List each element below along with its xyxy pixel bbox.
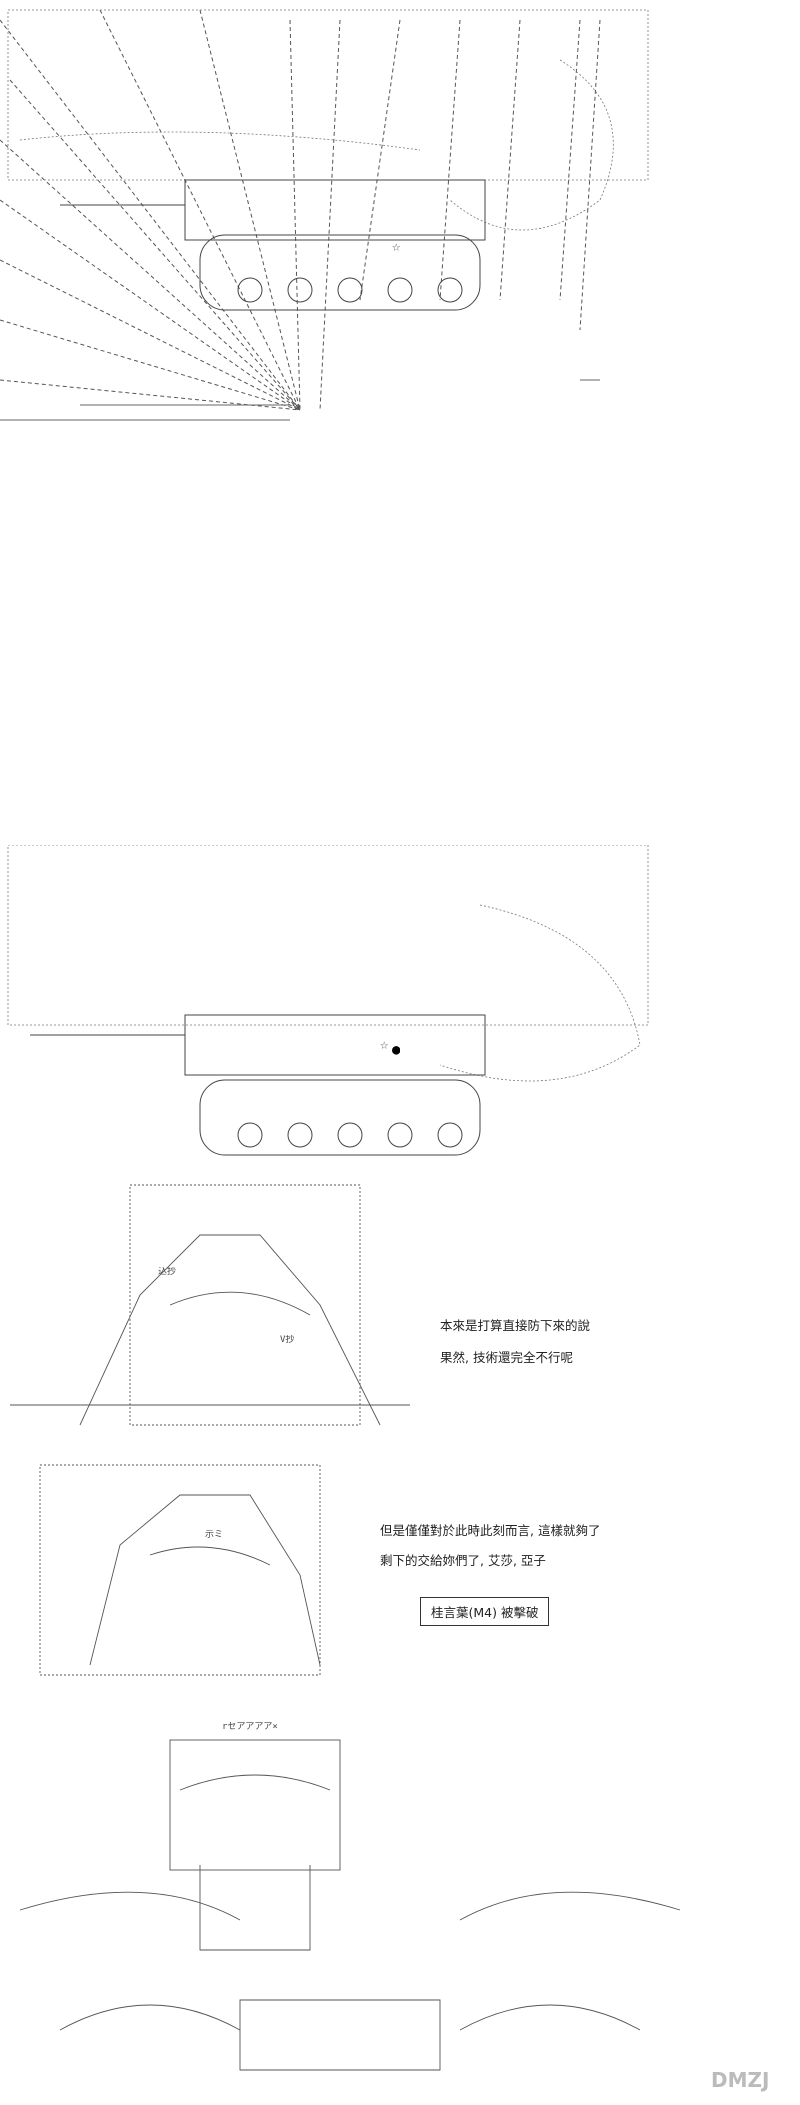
panel-1-explosion: [0, 0, 800, 460]
panel-3-tank-hit: ☆ ●: [0, 845, 800, 1165]
art-label: V抄: [280, 1335, 295, 1345]
character-art-6: [19, 1739, 681, 2071]
caption-line-1: 但是僅僅對於此時此刻而言, 這樣就夠了: [380, 1523, 601, 1538]
panel-5-character: 示ミ 但是僅僅對於此時此刻而言, 這樣就夠了 剩下的交給妳們了, 艾莎, 亞子 …: [0, 1455, 800, 1685]
tank-star-mark: ☆: [392, 242, 401, 253]
caption-line-1: 本來是打算直接防下來的說: [440, 1318, 591, 1333]
forest-tank-art-2: [7, 9, 649, 311]
character-art-5: [39, 1464, 321, 1676]
forest-tank-art-3: [7, 845, 649, 1156]
site-logo-watermark: DMZJ: [711, 2068, 769, 2092]
art-label: 示ミ: [205, 1530, 224, 1540]
defeat-notice-box: 桂言葉(M4) 被擊破: [420, 1597, 550, 1626]
panel-4-character: 込抄 V抄 本來是打算直接防下來的說 果然, 技術還完全不行呢: [0, 1175, 800, 1435]
caption-line-2: 果然, 技術還完全不行呢: [440, 1350, 573, 1365]
tank-star-mark: ☆: [380, 1040, 389, 1051]
art-header: rセアアアア×: [222, 1722, 278, 1732]
svg-text:DMZJ: DMZJ: [711, 2068, 769, 2092]
panel-2-tank: ☆: [0, 0, 800, 330]
art-label: 込抄: [158, 1267, 177, 1277]
speed-lines-art: [0, 9, 601, 421]
character-art-4: [10, 1184, 410, 1426]
caption-line-2: 剩下的交給妳們了, 艾莎, 亞子: [380, 1553, 546, 1568]
panel-6-character: rセアアアア×: [0, 1700, 800, 2100]
impact-dot: ●: [392, 1045, 401, 1056]
